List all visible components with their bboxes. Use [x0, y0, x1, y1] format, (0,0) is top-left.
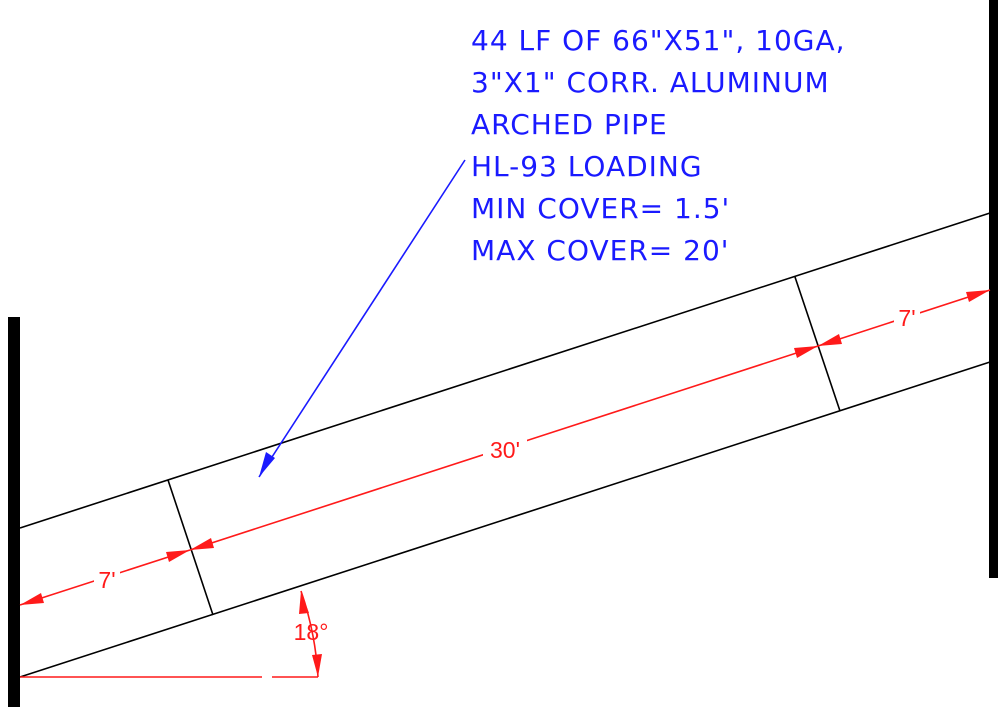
- note-line-3: ARCHED PIPE: [471, 108, 668, 141]
- pipe-note: 44 LF OF 66"X51", 10GA, 3"X1" CORR. ALUM…: [471, 24, 846, 267]
- section-line-right: [794, 276, 841, 412]
- dimension-label-left: 7': [98, 567, 115, 593]
- section-line-left: [167, 479, 214, 616]
- note-leader: [258, 159, 466, 478]
- right-headwall: [989, 0, 998, 578]
- pipe-lower-edge: [19, 361, 991, 678]
- angle-dimension: [20, 590, 322, 678]
- note-line-2: 3"X1" CORR. ALUMINUM: [471, 66, 830, 99]
- angle-label: 18°: [294, 619, 329, 645]
- note-line-1: 44 LF OF 66"X51", 10GA,: [471, 24, 846, 57]
- note-line-4: HL-93 LOADING: [471, 150, 703, 183]
- pipe-upper-edge: [19, 212, 991, 529]
- dimension-label-right: 7': [898, 305, 915, 331]
- note-line-5: MIN COVER= 1.5': [471, 192, 730, 225]
- left-headwall: [8, 317, 20, 707]
- note-line-6: MAX COVER= 20': [471, 234, 729, 267]
- dimension-label-middle: 30': [490, 437, 520, 463]
